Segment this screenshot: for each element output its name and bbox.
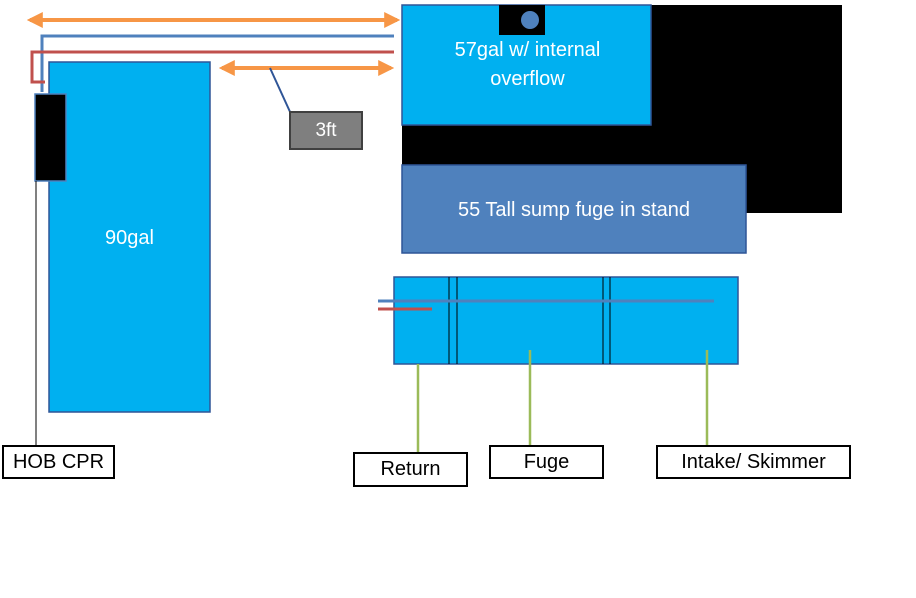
sump-label: 55 Tall sump fuge in stand	[457, 198, 690, 221]
blue-plumbing-line	[40, 34, 394, 92]
overflow-dot	[521, 11, 539, 29]
dimension-label: 3ft	[289, 111, 363, 150]
red-plumbing-line	[30, 50, 394, 84]
fuge-label: Fuge	[489, 445, 604, 479]
main-tank-label: 90gal	[105, 226, 154, 249]
hob-cpr-label: HOB CPR	[2, 445, 115, 479]
sump-tank	[401, 164, 747, 254]
return-label: Return	[353, 452, 468, 487]
hob-overflow-box	[34, 93, 67, 182]
intake-skimmer-label: Intake/ Skimmer	[656, 445, 851, 479]
sump-detail	[393, 276, 739, 365]
upper-tank-label: 57gal w/ internal overflow	[454, 39, 601, 90]
dimension-leader-line	[269, 67, 292, 115]
main-display-tank	[48, 61, 211, 413]
